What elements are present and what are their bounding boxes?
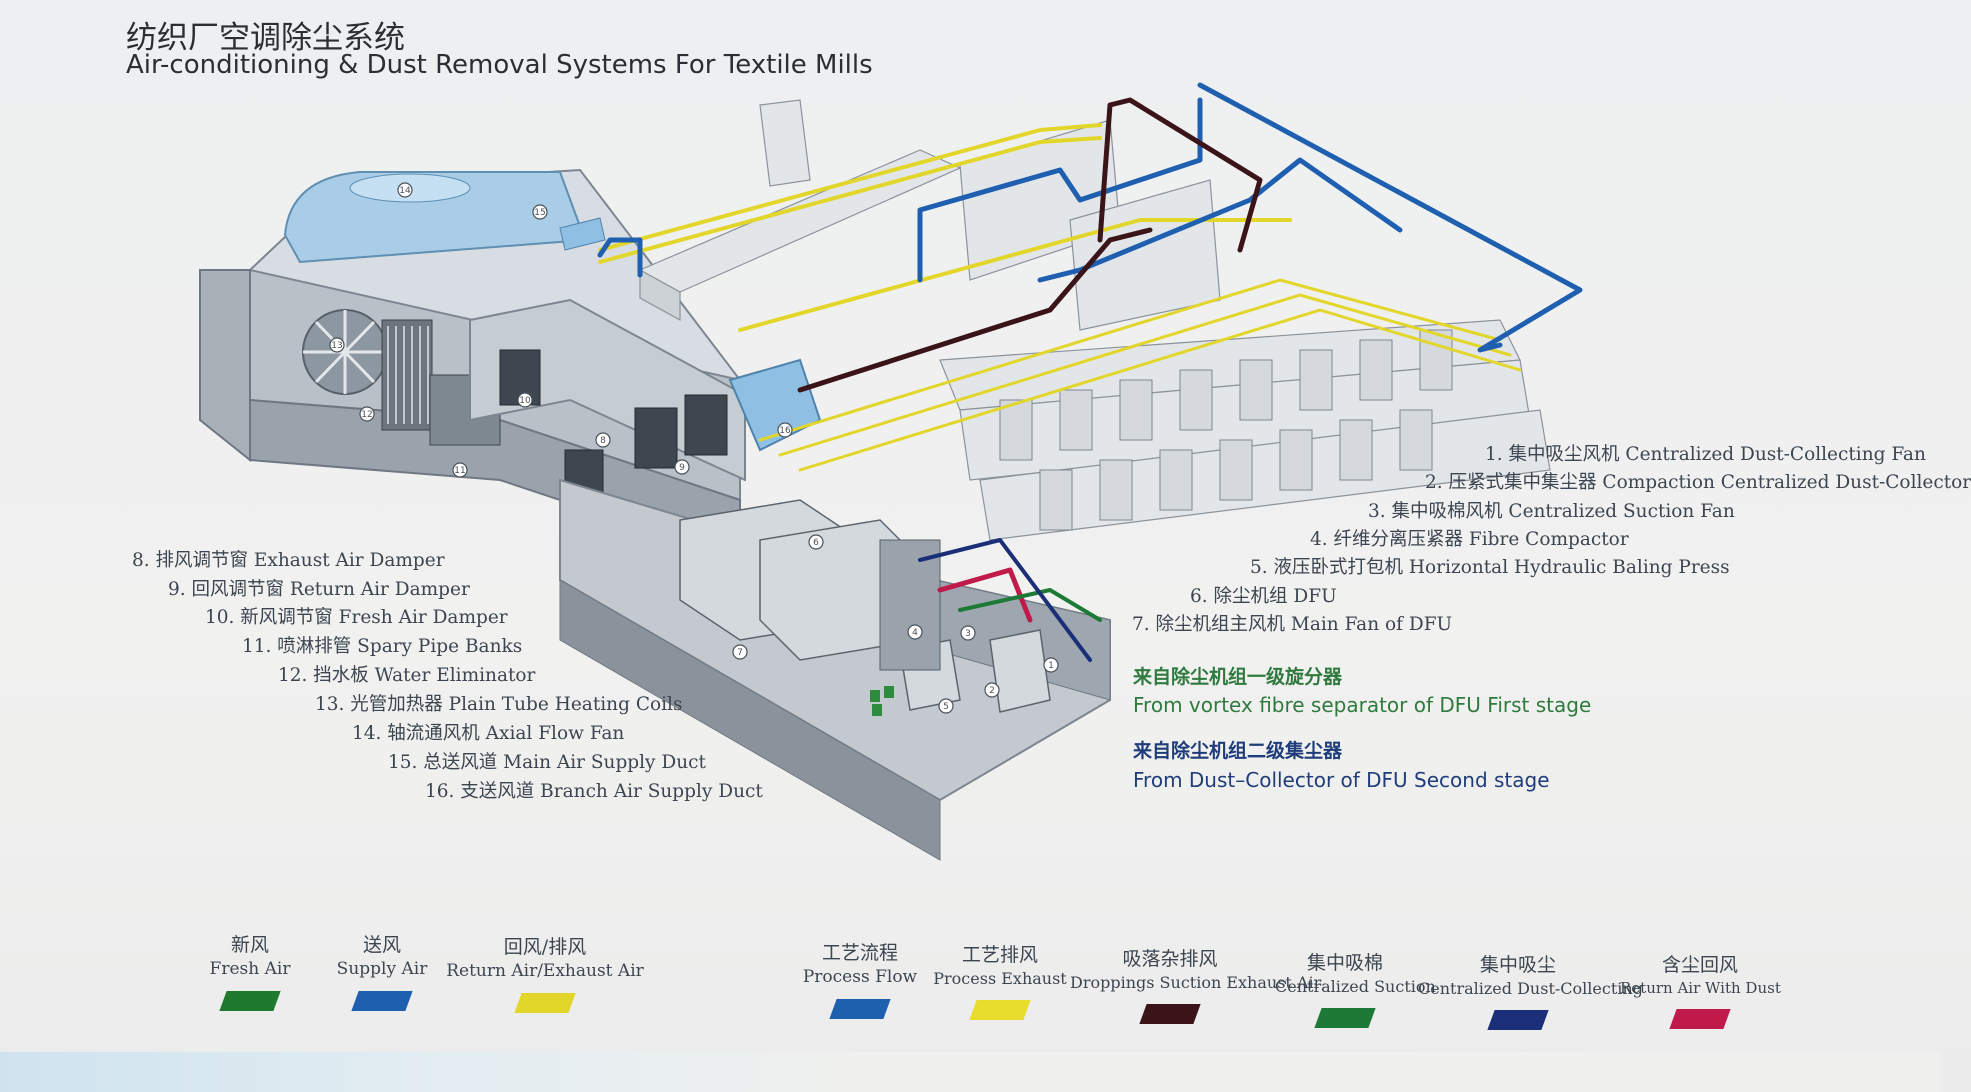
legend-label-en: Centralized Suction bbox=[1275, 977, 1436, 996]
carding-machines bbox=[999, 329, 1453, 531]
legend-item-centralized-suction: 集中吸棉 Centralized Suction bbox=[1275, 948, 1436, 1028]
legend-item-supply-air: 送风 Supply Air bbox=[322, 930, 442, 1011]
marker-13: 13 bbox=[331, 341, 342, 351]
label-5: 5. 液压卧式打包机 Horizontal Hydraulic Baling P… bbox=[1250, 557, 1730, 578]
marker-15: 15 bbox=[534, 208, 545, 218]
marker-16: 16 bbox=[779, 426, 791, 436]
legend-label-en: Droppings Suction Exhaust Air bbox=[1070, 973, 1322, 992]
label-13: 13. 光管加热器 Plain Tube Heating Coils bbox=[315, 694, 683, 715]
label-10: 10. 新风调节窗 Fresh Air Damper bbox=[205, 607, 508, 628]
legend-swatch bbox=[829, 999, 891, 1019]
bottom-page-edge bbox=[0, 1052, 1940, 1092]
marker-1: 1 bbox=[1048, 661, 1054, 671]
label-14: 14. 轴流通风机 Axial Flow Fan bbox=[352, 723, 625, 744]
title-chinese: 纺织厂空调除尘系统 bbox=[126, 20, 405, 56]
legend-label-cn: 回风/排风 bbox=[503, 936, 587, 958]
equipment-markers bbox=[329, 182, 1059, 714]
source-first-stage-cn: 来自除尘机组一级旋分器 bbox=[1133, 666, 1343, 688]
legend-swatch bbox=[1487, 1010, 1549, 1030]
label-11: 11. 喷淋排管 Spary Pipe Banks bbox=[242, 636, 523, 657]
legend-label-cn: 含尘回风 bbox=[1661, 954, 1738, 976]
legend-label-en: Process Flow bbox=[802, 967, 918, 987]
label-9: 9. 回风调节窗 Return Air Damper bbox=[168, 579, 470, 600]
marker-14: 14 bbox=[399, 186, 411, 196]
label-8: 8. 排风调节窗 Exhaust Air Damper bbox=[132, 550, 445, 571]
legend-label-en: Fresh Air bbox=[209, 959, 291, 979]
label-15: 15. 总送风道 Main Air Supply Duct bbox=[388, 752, 706, 773]
label-6: 6. 除尘机组 DFU bbox=[1190, 586, 1337, 607]
legend-label-cn: 送风 bbox=[362, 934, 401, 956]
label-4: 4. 纤维分离压紧器 Fibre Compactor bbox=[1310, 529, 1629, 550]
marker-5: 5 bbox=[943, 702, 949, 712]
marker-11: 11 bbox=[454, 466, 465, 476]
pipe-network bbox=[597, 82, 1583, 662]
marker-10: 10 bbox=[519, 396, 531, 406]
legend-item-process-flow: 工艺流程 Process Flow bbox=[790, 938, 930, 1019]
legend-swatch bbox=[1314, 1008, 1376, 1028]
legend-item-process-exhaust: 工艺排风 Process Exhaust bbox=[930, 940, 1070, 1020]
legend-label-cn: 新风 bbox=[230, 934, 269, 956]
legend-label-cn: 集中吸棉 bbox=[1306, 952, 1383, 974]
label-1: 1. 集中吸尘风机 Centralized Dust-Collecting Fa… bbox=[1485, 444, 1926, 465]
legend-swatch bbox=[1139, 1004, 1201, 1024]
legend-label-en: Centralized Dust-Collecting bbox=[1418, 979, 1643, 998]
source-first-stage-en: From vortex fibre separator of DFU First… bbox=[1133, 693, 1592, 717]
legend-label-cn: 工艺流程 bbox=[821, 942, 898, 964]
label-2: 2. 压紧式集中集尘器 Compaction Centralized Dust-… bbox=[1425, 472, 1971, 493]
source-second-stage-cn: 来自除尘机组二级集尘器 bbox=[1133, 740, 1343, 762]
label-3: 3. 集中吸棉风机 Centralized Suction Fan bbox=[1368, 501, 1735, 522]
label-7: 7. 除尘机组主风机 Main Fan of DFU bbox=[1132, 614, 1453, 635]
legend-label-cn: 吸落杂排风 bbox=[1122, 948, 1218, 970]
air-conditioning-unit bbox=[199, 168, 1111, 861]
legend-label-en: Process Exhaust bbox=[933, 969, 1067, 988]
legend-swatch bbox=[514, 993, 576, 1013]
legend-label-en: Supply Air bbox=[336, 959, 428, 979]
legend-item-return-air-with-dust: 含尘回风 Return Air With Dust bbox=[1620, 950, 1781, 1029]
legend-swatch bbox=[969, 1000, 1031, 1020]
label-12: 12. 挡水板 Water Eliminator bbox=[278, 665, 536, 686]
marker-4: 4 bbox=[912, 628, 918, 638]
legend-label-cn: 工艺排风 bbox=[961, 944, 1038, 966]
legend-item-centralized-dust-collecting: 集中吸尘 Centralized Dust-Collecting bbox=[1418, 950, 1643, 1030]
marker-9: 9 bbox=[679, 463, 685, 473]
legend-swatch bbox=[219, 991, 281, 1011]
marker-2: 2 bbox=[989, 686, 995, 696]
legend-item-return-exhaust-air: 回风/排风 Return Air/Exhaust Air bbox=[440, 932, 650, 1013]
source-second-stage-en: From Dust–Collector of DFU Second stage bbox=[1133, 768, 1550, 792]
title-english: Air-conditioning & Dust Removal Systems … bbox=[126, 50, 873, 80]
marker-3: 3 bbox=[965, 629, 971, 639]
legend-label-en: Return Air With Dust bbox=[1620, 979, 1781, 997]
legend-label-cn: 集中吸尘 bbox=[1479, 954, 1556, 976]
marker-8: 8 bbox=[600, 436, 606, 446]
marker-12: 12 bbox=[361, 410, 372, 420]
legend-swatch bbox=[1669, 1009, 1731, 1029]
legend-swatch bbox=[351, 991, 413, 1011]
marker-7: 7 bbox=[737, 648, 743, 658]
legend-item-droppings-suction: 吸落杂排风 Droppings Suction Exhaust Air bbox=[1070, 944, 1322, 1024]
legend-item-fresh-air: 新风 Fresh Air bbox=[190, 930, 310, 1011]
marker-6: 6 bbox=[813, 538, 819, 548]
label-16: 16. 支送风道 Branch Air Supply Duct bbox=[425, 781, 763, 802]
legend-label-en: Return Air/Exhaust Air bbox=[446, 961, 644, 981]
